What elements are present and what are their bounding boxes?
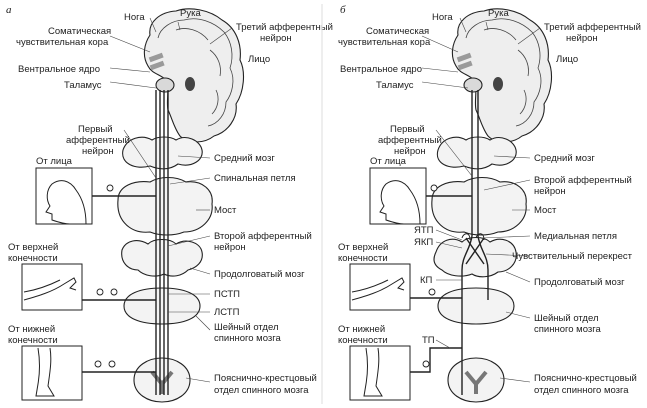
panel-b-cervical-label-1: Шейный отдел	[534, 313, 598, 324]
panel-a-thalamus-label: Таламус	[64, 80, 102, 91]
panel-b-from-face-label: От лица	[370, 156, 407, 167]
panel-a-lower-limb-label-1: От нижней	[8, 324, 55, 335]
panel-a-letter: а	[6, 4, 12, 16]
panel-b-tp-label: ТП	[422, 335, 435, 346]
panel-b-thalamus-label: Таламус	[376, 80, 414, 91]
panel-a-pstp-label: ПСТП	[214, 289, 240, 300]
panel-b-third-neuron-label-1: Третий афферентный	[544, 22, 641, 33]
panel-a-cortex-label-1: Соматическая	[48, 26, 111, 37]
panel-a-second-neuron-label-1: Второй афферентный	[214, 231, 312, 242]
panel-a-leg-box	[21, 345, 83, 401]
panel-b-pons	[431, 176, 527, 236]
panel-b-cervical	[437, 287, 515, 325]
panel-b-ventral-label: Вентральное ядро	[340, 64, 422, 75]
panel-b-ykp-label: ЯКП	[414, 237, 433, 248]
panel-a-face-label: Лицо	[248, 54, 270, 65]
panel-b-lumbar-label-2: отдел спинного мозга	[534, 385, 629, 396]
panel-a-ventral-label: Вентральное ядро	[18, 64, 100, 75]
panel-b-lower-limb-label-1: От нижней	[338, 324, 385, 335]
panel-b-medulla-label: Продолговатый мозг	[534, 277, 625, 288]
panel-b-midbrain	[436, 136, 517, 170]
panel-a-arm-label: Рука	[180, 8, 201, 19]
panel-a-brain	[143, 8, 245, 143]
panel-b-arm-box	[349, 263, 411, 311]
panel-b-medial-loop-label: Медиальная петля	[534, 231, 617, 242]
panel-b-pons-label: Мост	[534, 205, 557, 216]
panel-b-brain	[451, 8, 553, 143]
panel-a-cervical-label-2: спинного мозга	[214, 333, 281, 344]
panel-a-third-neuron-label-1: Третий афферентный	[236, 22, 333, 33]
panel-a-lumbar	[133, 357, 191, 403]
panel-b-face-label: Лицо	[556, 54, 578, 65]
panel-b-second-neuron-label-2: нейрон	[534, 186, 566, 197]
panel-a-medulla	[121, 238, 203, 277]
panel-a-first-neuron-label-3: нейрон	[82, 146, 114, 157]
panel-a-midbrain	[122, 136, 203, 170]
panel-b-lumbar-label-1: Пояснично-крестцовый	[534, 373, 637, 384]
panel-a-medulla-label: Продолговатый мозг	[214, 269, 305, 280]
panel-a-lower-limb-label-2: конечности	[8, 335, 58, 346]
panel-a-third-neuron-label-2: нейрон	[260, 33, 292, 44]
panel-b-upper-limb-label-1: От верхней	[338, 242, 388, 253]
panel-b-cortex-label-2: чувствительная кора	[338, 37, 431, 48]
panel-b-lumbar	[447, 357, 505, 403]
panel-a-pons	[117, 176, 213, 236]
panel-b-first-neuron-label-3: нейрон	[394, 146, 426, 157]
panel-a-loop-label: Спинальная петля	[214, 173, 296, 184]
panel-a-lumbar-label-2: отдел спинного мозга	[214, 385, 309, 396]
panel-b-crossing-label: Чувствительный перекрест	[512, 251, 633, 262]
panel-a-lumbar-label-1: Пояснично-крестцовый	[214, 373, 317, 384]
panel-b-cortex-label-1: Соматическая	[366, 26, 429, 37]
panel-a-leg-label: Нога	[124, 12, 145, 23]
panel-b-leg-label: Нога	[432, 12, 453, 23]
panel-b-medulla	[433, 236, 517, 278]
panel-b-leg-box	[349, 345, 411, 401]
panel-a-second-neuron-label-2: нейрон	[214, 242, 246, 253]
panel-b-arm-label: Рука	[488, 8, 509, 19]
panel-a-face-box	[35, 167, 93, 225]
panel-a-from-face-label: От лица	[36, 156, 73, 167]
panel-a-first-neuron-label-1: Первый	[78, 124, 113, 135]
panel-b-ytp-label: ЯТП	[414, 225, 434, 236]
panel-a: а	[6, 4, 333, 403]
panel-a-first-neuron-label-2: афферентный	[66, 135, 130, 146]
panel-a-cervical-label-1: Шейный отдел	[214, 322, 278, 333]
panel-b-lower-limb-label-2: конечности	[338, 335, 388, 346]
panel-a-arm-box	[21, 263, 83, 311]
panel-b-second-neuron-label-1: Второй афферентный	[534, 175, 632, 186]
panel-b-third-neuron-label-2: нейрон	[566, 33, 598, 44]
panel-a-lstp-label: ЛСТП	[214, 307, 240, 318]
panel-b: б	[338, 4, 641, 403]
panel-b-midbrain-label: Средний мозг	[534, 153, 595, 164]
panel-b-kp-label: КП	[420, 275, 433, 286]
panel-b-first-neuron-label-2: афферентный	[378, 135, 442, 146]
panel-a-midbrain-label: Средний мозг	[214, 153, 275, 164]
panel-a-upper-limb-label-2: конечности	[8, 253, 58, 264]
panel-a-upper-limb-label-1: От верхней	[8, 242, 58, 253]
panel-b-first-neuron-label-1: Первый	[390, 124, 425, 135]
panel-b-letter: б	[340, 4, 346, 16]
panel-b-cervical-label-2: спинного мозга	[534, 324, 601, 335]
panel-b-upper-limb-label-2: конечности	[338, 253, 388, 264]
panel-a-cortex-label-2: чувствительная кора	[16, 37, 109, 48]
panel-b-face-box	[369, 167, 427, 225]
panel-a-pons-label: Мост	[214, 205, 237, 216]
panel-a-cervical	[123, 287, 201, 325]
